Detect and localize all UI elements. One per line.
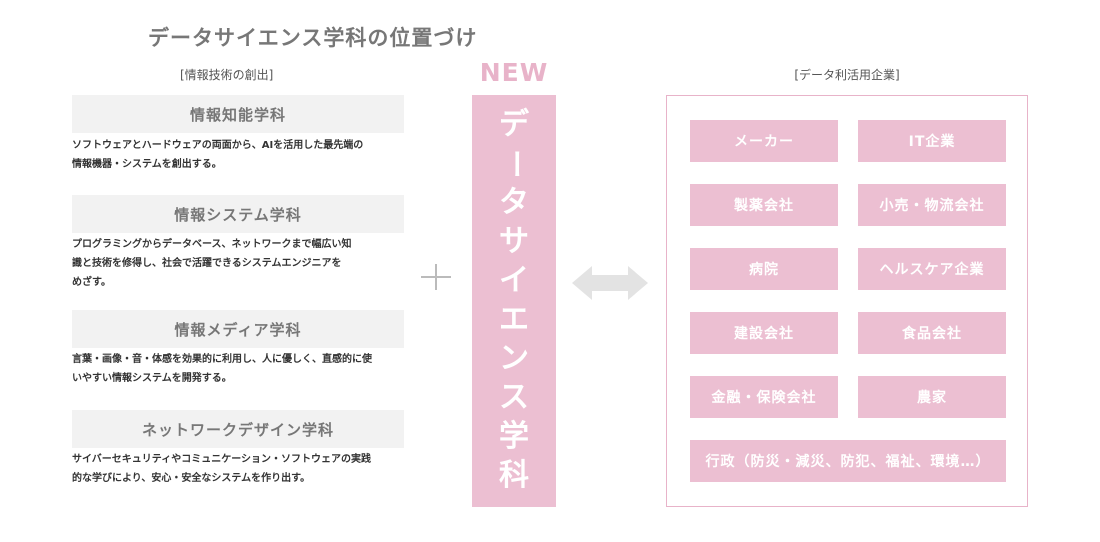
dept-char: エ	[499, 302, 529, 337]
double-arrow-icon	[572, 266, 648, 300]
dept-desc-systems: プログラミングからデータベース、ネットワークまで幅広い知 識と技術を修得し、社会…	[72, 235, 412, 292]
dept-desc-line: ソフトウェアとハードウェアの両面から、AIを活用した最先端の	[72, 140, 364, 151]
dept-char: 科	[499, 458, 529, 493]
dept-heading-intelligence: 情報知能学科	[72, 95, 404, 133]
dept-desc-network: サイバーセキュリティやコミュニケーション・ソフトウェアの実践 的な学びにより、安…	[72, 450, 412, 488]
industry-box-item: IT企業	[858, 120, 1006, 162]
industry-box-item: 農家	[858, 376, 1006, 418]
industry-box-item: 製薬会社	[690, 184, 838, 226]
dept-desc-line: 情報機器・システムを創出する。	[72, 159, 222, 170]
dept-char: サ	[499, 224, 529, 259]
dept-desc-line: サイバーセキュリティやコミュニケーション・ソフトウェアの実践	[72, 454, 371, 465]
industry-box-item: メーカー	[690, 120, 838, 162]
industry-box-item: ヘルスケア企業	[858, 248, 1006, 290]
dept-desc-line: プログラミングからデータベース、ネットワークまで幅広い知	[72, 239, 352, 250]
dept-desc-line: めざす。	[72, 277, 111, 288]
industry-box-item: 小売・物流会社	[858, 184, 1006, 226]
data-science-dept-bar: デ ー タ サ イ エ ン ス 学 科	[472, 95, 556, 507]
dept-heading-network: ネットワークデザイン学科	[72, 410, 404, 448]
dept-desc-line: 識と技術を修得し、社会で活躍できるシステムエンジニアを	[72, 258, 342, 269]
government-box-item: 行政（防災・減災、防犯、福祉、環境…）	[690, 440, 1006, 482]
dept-desc-line: 的な学びにより、安心・安全なシステムを作り出す。	[72, 473, 311, 484]
industry-box-item: 病院	[690, 248, 838, 290]
dept-desc-line: いやすい情報システムを開発する。	[72, 373, 232, 384]
left-subtitle: [情報技術の創出]	[180, 68, 274, 82]
dept-char: ス	[499, 380, 529, 415]
dept-desc-intelligence: ソフトウェアとハードウェアの両面から、AIを活用した最先端の 情報機器・システム…	[72, 136, 412, 174]
industry-box-item: 金融・保険会社	[690, 376, 838, 418]
industry-box	[666, 95, 1028, 507]
diagram-title: データサイエンス学科の位置づけ	[148, 26, 478, 50]
dept-desc-line: 言葉・画像・音・体感を効果的に利用し、人に優しく、直感的に使	[72, 354, 372, 365]
industry-box-item: 建設会社	[690, 312, 838, 354]
right-subtitle: [データ利活用企業]	[794, 68, 900, 82]
industry-box-item: 食品会社	[858, 312, 1006, 354]
dept-char: タ	[499, 185, 529, 220]
dept-char: イ	[499, 263, 529, 298]
plus-icon	[421, 262, 451, 292]
dept-char: ン	[499, 341, 529, 376]
dept-char: デ	[499, 107, 529, 142]
new-label: NEW	[479, 58, 549, 87]
dept-heading-media: 情報メディア学科	[72, 310, 404, 348]
dept-char: ー	[496, 148, 532, 179]
dept-heading-systems: 情報システム学科	[72, 195, 404, 233]
dept-char: 学	[499, 419, 529, 454]
dept-desc-media: 言葉・画像・音・体感を効果的に利用し、人に優しく、直感的に使 いやすい情報システ…	[72, 350, 412, 388]
